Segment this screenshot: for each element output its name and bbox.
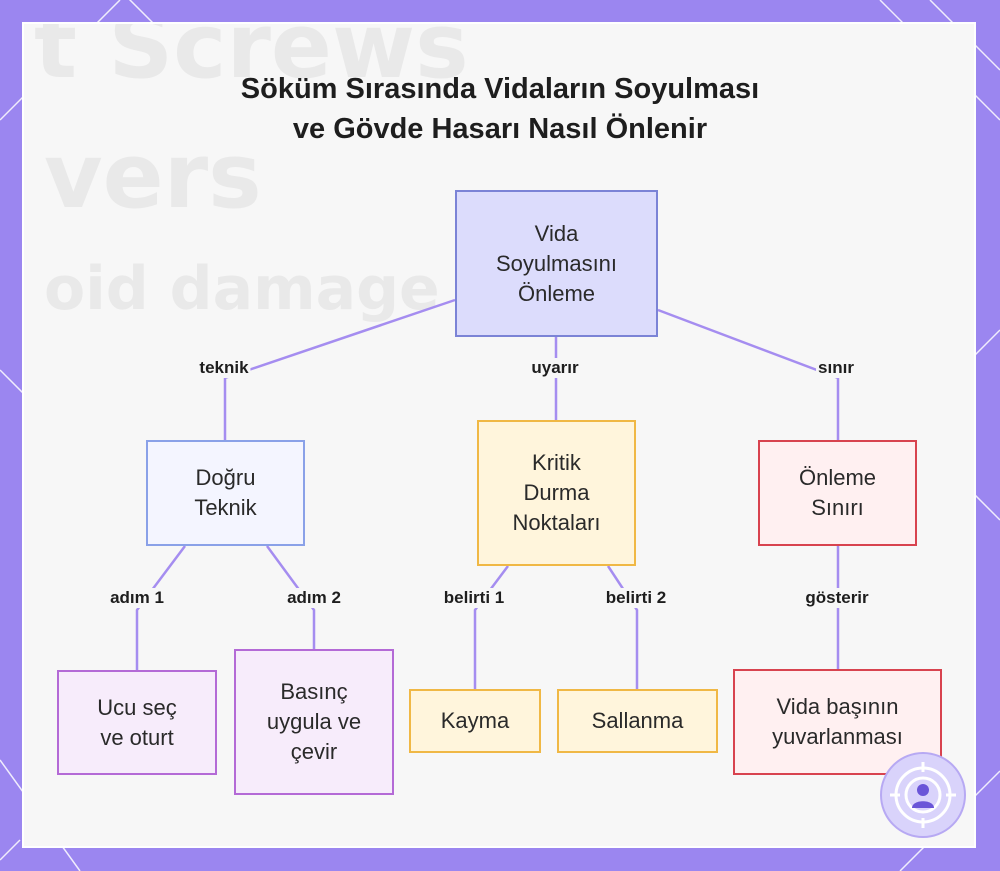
edge-label-sinir: sınır xyxy=(816,358,856,378)
edge-root-technique xyxy=(223,298,456,440)
background-text-3: oid damage xyxy=(44,254,440,324)
node-technique-label: Doğru Teknik xyxy=(194,465,257,520)
edge-label-adim-1: adım 1 xyxy=(108,588,166,608)
node-limit: Önleme Sınırı xyxy=(758,440,917,546)
node-slip-label: Kayma xyxy=(440,708,510,733)
edge-label-teknik: teknik xyxy=(197,358,251,378)
node-pressure-label: Basınç uygula ve çevir xyxy=(266,679,362,764)
edge-label-uyarir: uyarır xyxy=(529,358,581,378)
edge-label-belirti-2: belirti 2 xyxy=(603,588,669,608)
edge-label-belirti-1: belirti 1 xyxy=(441,588,507,608)
background-text-2: vers xyxy=(44,124,262,229)
node-pressure: Basınç uygula ve çevir xyxy=(234,649,394,795)
node-wobble-label: Sallanma xyxy=(591,708,684,733)
node-technique: Doğru Teknik xyxy=(146,440,305,546)
diagram-title-line-1: Söküm Sırasında Vidaların Soyulması xyxy=(240,73,760,105)
node-critical: Kritik Durma Noktaları xyxy=(477,420,636,566)
node-tip: Ucu seç ve oturt xyxy=(57,670,217,775)
diagram-title-line-2: ve Gövde Hasarı Nasıl Önlenir xyxy=(292,113,708,145)
background-text-1: t Screws xyxy=(34,22,469,99)
edge-root-limit xyxy=(657,308,840,440)
logo-graphic xyxy=(890,762,956,828)
node-tip-label: Ucu seç ve oturt xyxy=(97,694,177,750)
node-wobble: Sallanma xyxy=(557,689,718,753)
edge-critical-wobble xyxy=(606,565,639,689)
node-limit-label: Önleme Sınırı xyxy=(798,465,877,520)
edge-technique-pressure xyxy=(265,545,316,649)
node-slip: Kayma xyxy=(409,689,541,753)
node-root: Vida Soyulmasını Önleme xyxy=(455,190,658,337)
target-person-logo-icon xyxy=(880,752,966,838)
edge-critical-slip xyxy=(473,565,509,689)
node-rounding-label: Vida başının yuvarlanması xyxy=(772,694,903,749)
edge-technique-tip xyxy=(135,545,186,670)
node-root-label: Vida Soyulmasını Önleme xyxy=(495,220,618,306)
edge-label-gosterir: gösterir xyxy=(803,588,871,608)
edge-label-adim-2: adım 2 xyxy=(285,588,343,608)
node-critical-label: Kritik Durma Noktaları xyxy=(512,450,601,535)
